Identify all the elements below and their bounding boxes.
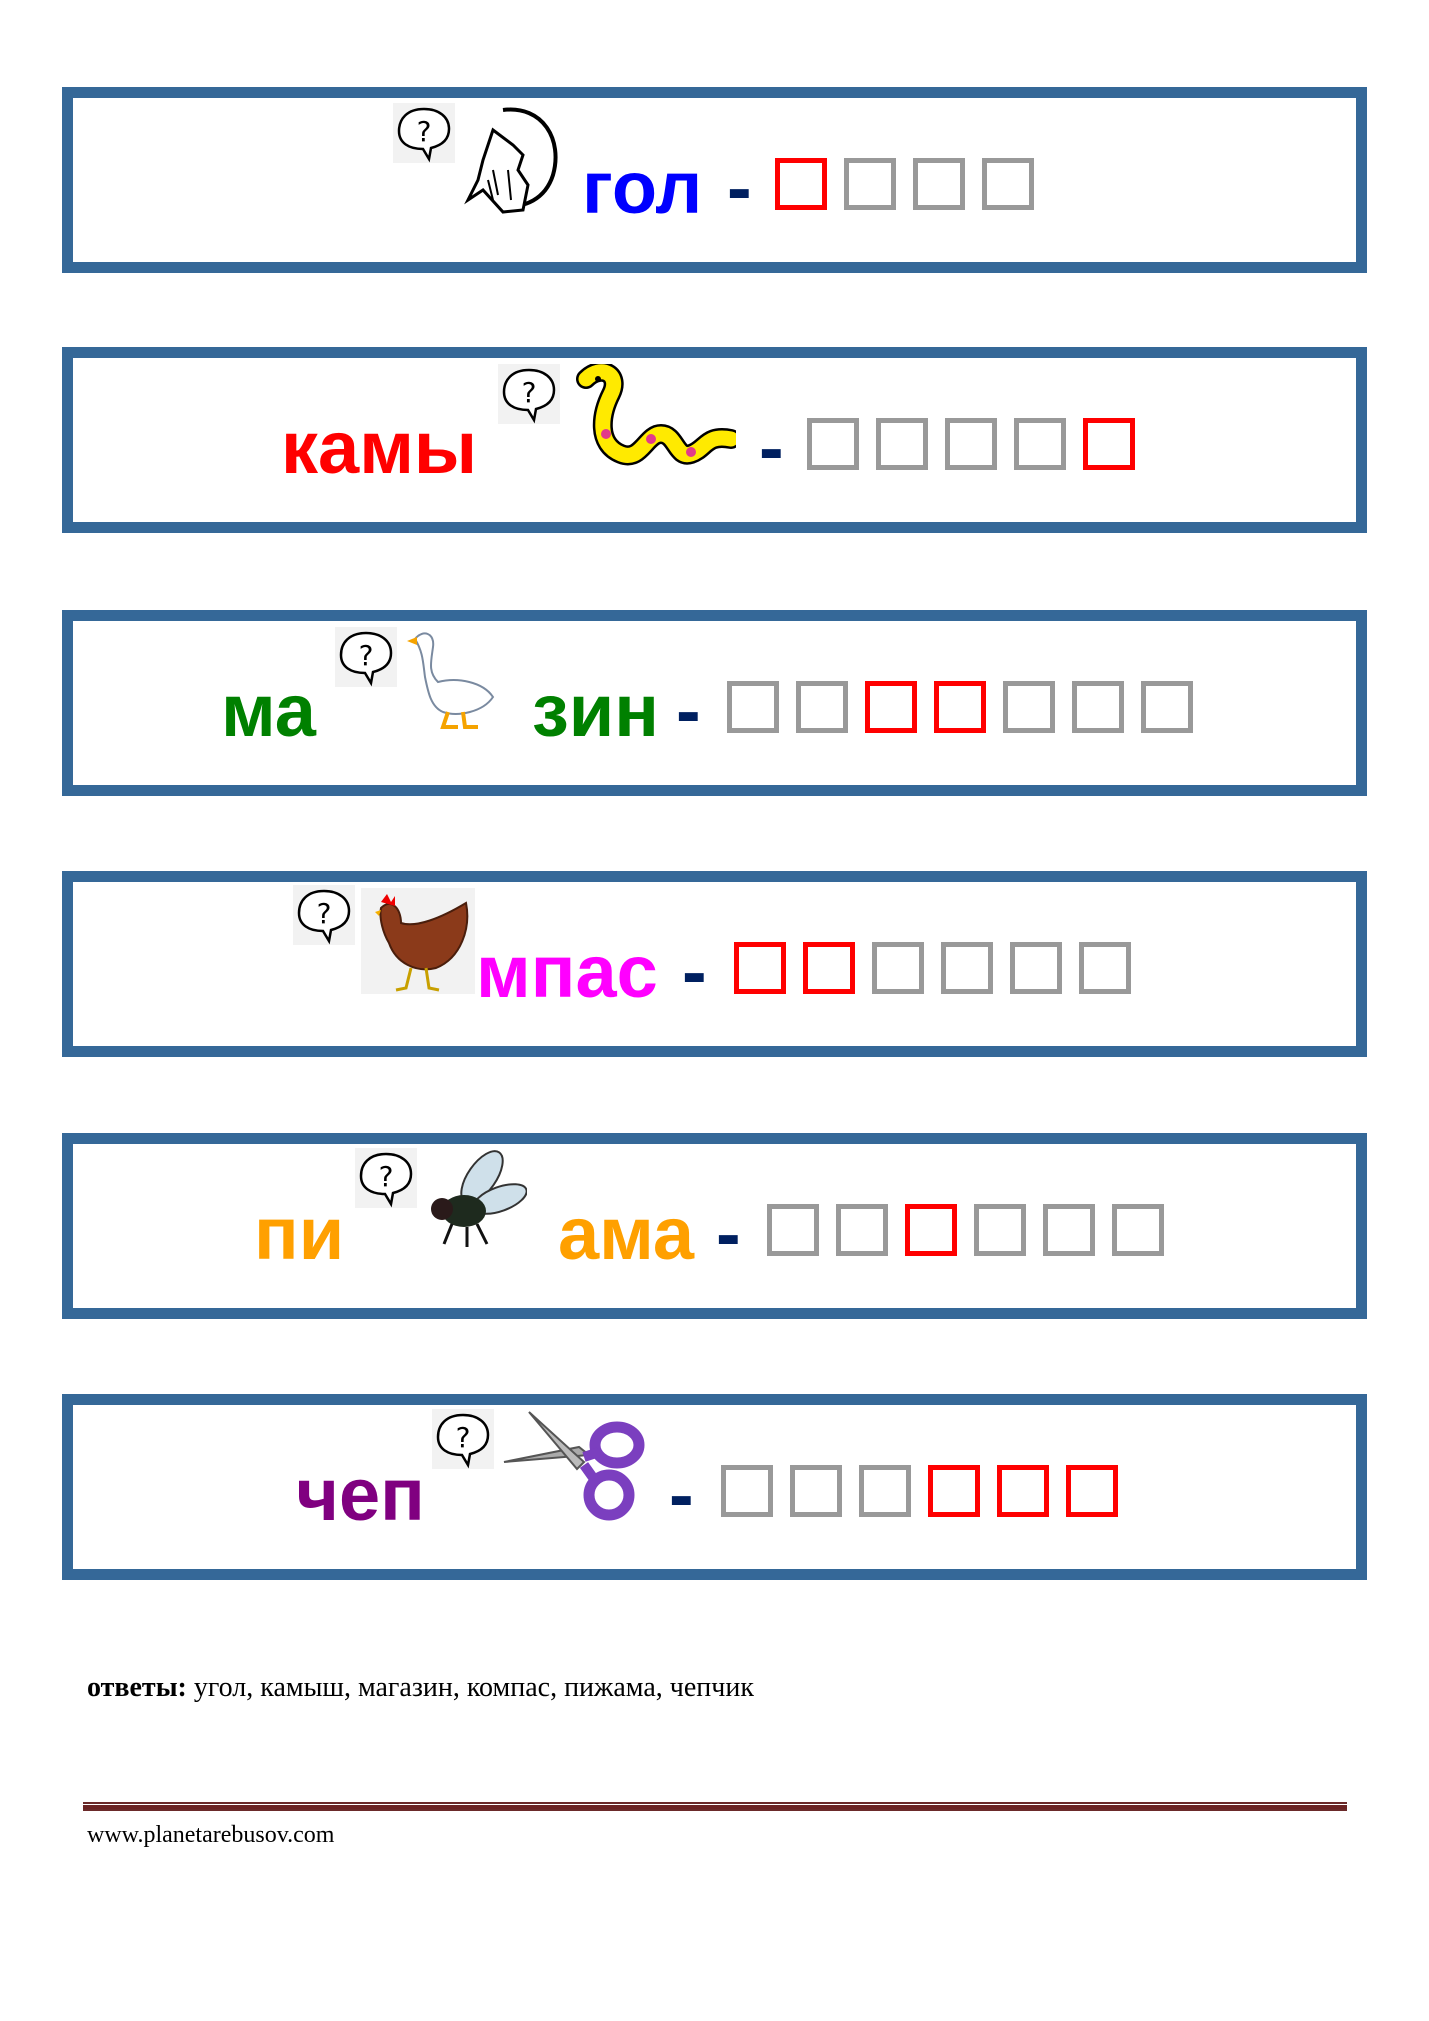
answer-box [872, 942, 924, 994]
answer-box-highlighted [905, 1204, 957, 1256]
question-bubble-icon: ? [355, 1148, 417, 1208]
answer-box [945, 418, 997, 470]
answer-box [859, 1465, 911, 1517]
word-suffix: мпас [476, 930, 658, 1013]
answers-label: ответы: [87, 1672, 187, 1703]
svg-text:?: ? [359, 639, 374, 672]
answer-box [982, 158, 1034, 210]
dash: - [669, 1453, 694, 1536]
answers-text: угол, камыш, магазин, компас, пижама, че… [186, 1672, 754, 1703]
question-bubble-icon: ? [293, 885, 355, 945]
answer-box-highlighted [865, 681, 917, 733]
answer-box [1112, 1204, 1164, 1256]
answer-boxes [767, 1204, 1164, 1256]
word-prefix: чеп [296, 1453, 425, 1536]
answer-box-highlighted [1066, 1465, 1118, 1517]
answer-box [807, 418, 859, 470]
svg-text:?: ? [417, 115, 432, 148]
answer-box [1141, 681, 1193, 733]
word-suffix: гол [582, 146, 703, 229]
answer-box-highlighted [934, 681, 986, 733]
answer-box [836, 1204, 888, 1256]
footer-divider [83, 1802, 1347, 1811]
answer-box-highlighted [803, 942, 855, 994]
question-bubble-icon: ? [498, 364, 560, 424]
dash: - [727, 146, 752, 229]
wolf-icon [463, 100, 563, 215]
scissors-icon [499, 1407, 649, 1522]
answer-box [1072, 681, 1124, 733]
word-suffix: зин [532, 669, 659, 752]
answers: ответы: угол, камыш, магазин, компас, пи… [87, 1672, 754, 1704]
svg-text:?: ? [522, 376, 537, 409]
question-bubble-icon: ? [393, 103, 455, 163]
rebus-row-1: ? гол - [62, 87, 1367, 273]
answer-boxes [734, 942, 1131, 994]
answer-box [1079, 942, 1131, 994]
answer-box [721, 1465, 773, 1517]
answer-box [974, 1204, 1026, 1256]
rebus-row-2: камы ? - [62, 347, 1367, 533]
goose-icon [403, 627, 498, 732]
word-suffix: ама [558, 1192, 695, 1275]
svg-text:?: ? [379, 1160, 394, 1193]
answer-box [1043, 1204, 1095, 1256]
answer-box [1014, 418, 1066, 470]
word-prefix: ма [221, 669, 316, 752]
svg-text:?: ? [317, 897, 332, 930]
answer-box [790, 1465, 842, 1517]
rebus-row-5: пи ? ама - [62, 1133, 1367, 1319]
dash: - [676, 669, 701, 752]
word-prefix: камы [281, 406, 478, 489]
hen-icon [361, 888, 475, 994]
answer-box-highlighted [928, 1465, 980, 1517]
snake-icon [566, 364, 736, 474]
rebus-row-3: ма ? зин - [62, 610, 1367, 796]
question-bubble-icon: ? [335, 627, 397, 687]
rebus-row-4: ? мпас - [62, 871, 1367, 1057]
answer-box [796, 681, 848, 733]
word-prefix: пи [254, 1192, 345, 1275]
answer-box-highlighted [734, 942, 786, 994]
dash: - [716, 1192, 741, 1275]
answer-box-highlighted [775, 158, 827, 210]
answer-boxes [721, 1465, 1118, 1517]
answer-box-highlighted [1083, 418, 1135, 470]
answer-boxes [775, 158, 1034, 210]
answer-box [844, 158, 896, 210]
svg-text:?: ? [456, 1421, 471, 1454]
dash: - [759, 406, 784, 489]
answer-box [913, 158, 965, 210]
question-bubble-icon: ? [432, 1409, 494, 1469]
dash: - [682, 930, 707, 1013]
answer-box [941, 942, 993, 994]
footer-url: www.planetarebusov.com [87, 1822, 335, 1848]
answer-box [1003, 681, 1055, 733]
fly-icon [422, 1149, 527, 1254]
answer-box [767, 1204, 819, 1256]
rebus-row-6: чеп ? - [62, 1394, 1367, 1580]
answer-boxes [807, 418, 1135, 470]
answer-box [1010, 942, 1062, 994]
answer-boxes [727, 681, 1193, 733]
answer-box-highlighted [997, 1465, 1049, 1517]
answer-box [876, 418, 928, 470]
answer-box [727, 681, 779, 733]
